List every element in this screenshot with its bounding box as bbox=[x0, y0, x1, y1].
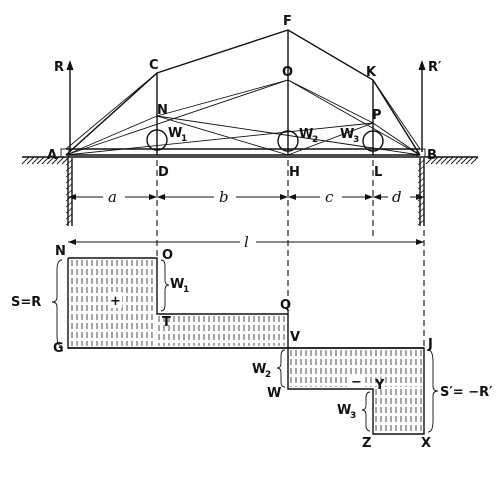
reaction-arrow-r bbox=[66, 60, 74, 152]
dimension-b: b bbox=[219, 188, 229, 206]
label-k-node: K bbox=[366, 65, 377, 80]
label-f-node: F bbox=[283, 14, 292, 29]
svg-text:W: W bbox=[170, 277, 184, 292]
shear-label-v: V bbox=[290, 330, 300, 345]
shear-label-t: T bbox=[162, 315, 171, 330]
shear-sign-minus: − bbox=[351, 375, 362, 390]
label-h-node: H bbox=[289, 165, 300, 180]
label-r-prime: R′ bbox=[428, 60, 442, 75]
svg-text:1: 1 bbox=[183, 285, 189, 295]
shear-label-w2: W 2 bbox=[252, 362, 271, 380]
shear-label-w: W bbox=[267, 386, 281, 401]
dimension-c: c bbox=[325, 188, 334, 206]
ground-hatching bbox=[21, 156, 479, 226]
label-b-node: B bbox=[427, 148, 437, 163]
dimension-l: l bbox=[244, 233, 249, 251]
shear-diagram bbox=[51, 257, 439, 435]
load-w1 bbox=[146, 129, 168, 151]
svg-text:W: W bbox=[252, 362, 266, 377]
label-n-node: N bbox=[157, 103, 168, 118]
truss bbox=[60, 29, 426, 158]
shear-label-g: G bbox=[53, 341, 64, 356]
shear-label-s-right: S′= −R′ bbox=[440, 385, 493, 400]
label-l-node: L bbox=[374, 165, 382, 180]
dimension-a: a bbox=[108, 188, 117, 206]
label-r: R bbox=[54, 60, 64, 75]
shear-label-j: J bbox=[427, 337, 433, 352]
shear-label-s-left: S=R bbox=[11, 295, 41, 310]
shear-label-w3: W 3 bbox=[337, 403, 356, 421]
shear-label-w1: W 1 bbox=[170, 277, 189, 295]
svg-text:3: 3 bbox=[353, 135, 359, 145]
dimension-d: d bbox=[392, 188, 402, 206]
label-w1: W 1 bbox=[168, 126, 187, 144]
label-d-node: D bbox=[158, 165, 169, 180]
svg-text:2: 2 bbox=[265, 370, 271, 380]
svg-text:1: 1 bbox=[181, 134, 187, 144]
svg-text:3: 3 bbox=[350, 411, 356, 421]
svg-text:2: 2 bbox=[312, 135, 318, 145]
shear-label-q: Q bbox=[280, 298, 291, 313]
label-w2: W 2 bbox=[299, 127, 318, 145]
shear-label-n: N bbox=[55, 244, 66, 259]
label-c-node: C bbox=[149, 58, 159, 73]
label-o-node: O bbox=[282, 65, 293, 80]
shear-label-y: Y bbox=[374, 378, 385, 393]
shear-label-z: Z bbox=[362, 436, 371, 451]
svg-text:W: W bbox=[337, 403, 351, 418]
shear-sign-plus: + bbox=[110, 294, 121, 309]
load-w2 bbox=[277, 130, 299, 152]
svg-text:W: W bbox=[299, 127, 313, 142]
svg-text:W: W bbox=[168, 126, 182, 141]
label-p-node: P bbox=[372, 108, 382, 123]
load-w3 bbox=[362, 130, 384, 152]
shear-label-o: O bbox=[162, 248, 173, 263]
label-w3: W 3 bbox=[340, 127, 359, 145]
svg-text:W: W bbox=[340, 127, 354, 142]
label-a-node: A bbox=[47, 148, 57, 163]
shear-label-x: X bbox=[421, 436, 431, 451]
reaction-arrow-r-prime bbox=[418, 60, 426, 152]
